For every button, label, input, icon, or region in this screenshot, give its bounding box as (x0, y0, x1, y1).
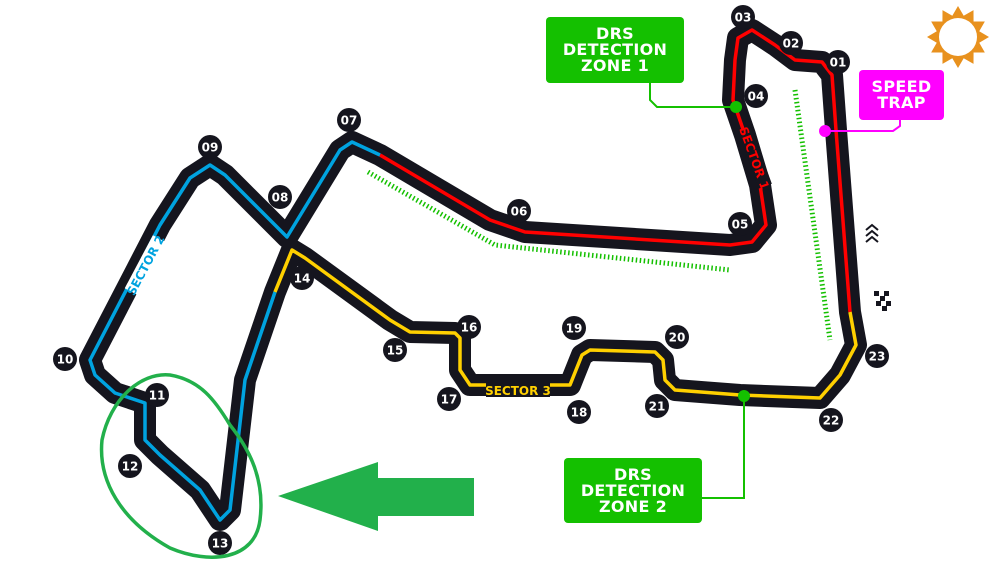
corner-number: 16 (461, 321, 478, 335)
sector-3-label: SECTOR 3 (485, 384, 551, 398)
corner-number: 05 (732, 218, 749, 232)
speed-trap-label: SPEED TRAP (859, 70, 944, 120)
corner-04: 04 (744, 84, 768, 108)
corner-number: 07 (341, 114, 358, 128)
corner-number: 23 (869, 350, 886, 364)
chevrons-icon (865, 223, 879, 243)
drs-detection-zone-2-label: DRS DETECTION ZONE 2 (564, 458, 702, 523)
corner-19: 19 (562, 316, 586, 340)
drs-1-line: DETECTION (562, 40, 668, 59)
corner-22: 22 (819, 408, 843, 432)
drs-zone-marker-1 (366, 169, 731, 273)
checkered-flag-icon (874, 291, 891, 311)
corner-05: 05 (728, 212, 752, 236)
corner-06: 06 (507, 199, 531, 223)
corner-number: 20 (669, 331, 686, 345)
speed-trap-connector (825, 119, 901, 132)
corner-10: 10 (53, 347, 77, 371)
corner-number: 18 (571, 406, 588, 420)
corner-01: 01 (826, 50, 850, 74)
left-arrow-icon (278, 462, 474, 531)
corner-number: 11 (149, 389, 166, 403)
sector-2-line (88, 140, 381, 522)
corner-23: 23 (865, 344, 889, 368)
corner-03: 03 (731, 5, 755, 29)
track-surface (79, 19, 867, 531)
speed-trap-line: TRAP (877, 93, 926, 112)
corner-number: 08 (272, 191, 289, 205)
corner-number: 04 (748, 90, 765, 104)
track (79, 19, 867, 531)
corner-08: 08 (268, 185, 292, 209)
corner-15: 15 (383, 338, 407, 362)
corner-number: 13 (212, 537, 229, 551)
corner-number: 15 (387, 344, 404, 358)
corner-number: 12 (122, 460, 139, 474)
drs-2-line: ZONE 2 (598, 496, 668, 516)
corner-number: 14 (294, 272, 311, 286)
drs-2-line: DETECTION (580, 480, 686, 500)
drs-zone-markers (366, 89, 833, 341)
corner-17: 17 (437, 387, 461, 411)
corner-11: 11 (145, 383, 169, 407)
corner-20: 20 (665, 325, 689, 349)
corner-16: 16 (457, 315, 481, 339)
drs-2-point (738, 390, 750, 402)
speed-trap-point (819, 125, 831, 137)
corner-markers: 01 02 03 04 05 06 07 08 09 10 11 12 13 14 15 16 17 18 19 20… (53, 5, 889, 555)
corner-number: 02 (783, 37, 800, 51)
drs-1-connector (649, 83, 736, 108)
corner-02: 02 (779, 31, 803, 55)
corner-12: 12 (118, 454, 142, 478)
drs-detection-zone-1-label: DRS DETECTION ZONE 1 (546, 17, 684, 83)
sector-1-line (379, 28, 852, 313)
corner-18: 18 (567, 400, 591, 424)
corner-number: 10 (57, 353, 74, 367)
corner-number: 17 (441, 393, 458, 407)
corner-21: 21 (645, 394, 669, 418)
drs-1-line: ZONE 1 (580, 56, 650, 75)
corner-14: 14 (290, 266, 314, 290)
drs-2-line: DRS (613, 464, 653, 484)
sector-3-line (273, 248, 858, 400)
corner-number: 03 (735, 11, 752, 25)
corner-number: 09 (202, 141, 219, 155)
corner-07: 07 (337, 108, 361, 132)
corner-number: 01 (830, 56, 847, 70)
corner-09: 09 (198, 135, 222, 159)
corner-number: 06 (511, 205, 528, 219)
speed-trap-line: SPEED (871, 77, 932, 96)
highlight-circle (99, 373, 263, 559)
corner-number: 19 (566, 322, 583, 336)
sun-icon (927, 6, 989, 68)
corner-number: 22 (823, 414, 840, 428)
drs-2-connector (702, 396, 745, 499)
corner-number: 21 (649, 400, 666, 414)
drs-1-point (730, 101, 742, 113)
drs-1-line: DRS (595, 24, 635, 43)
corner-13: 13 (208, 531, 232, 555)
